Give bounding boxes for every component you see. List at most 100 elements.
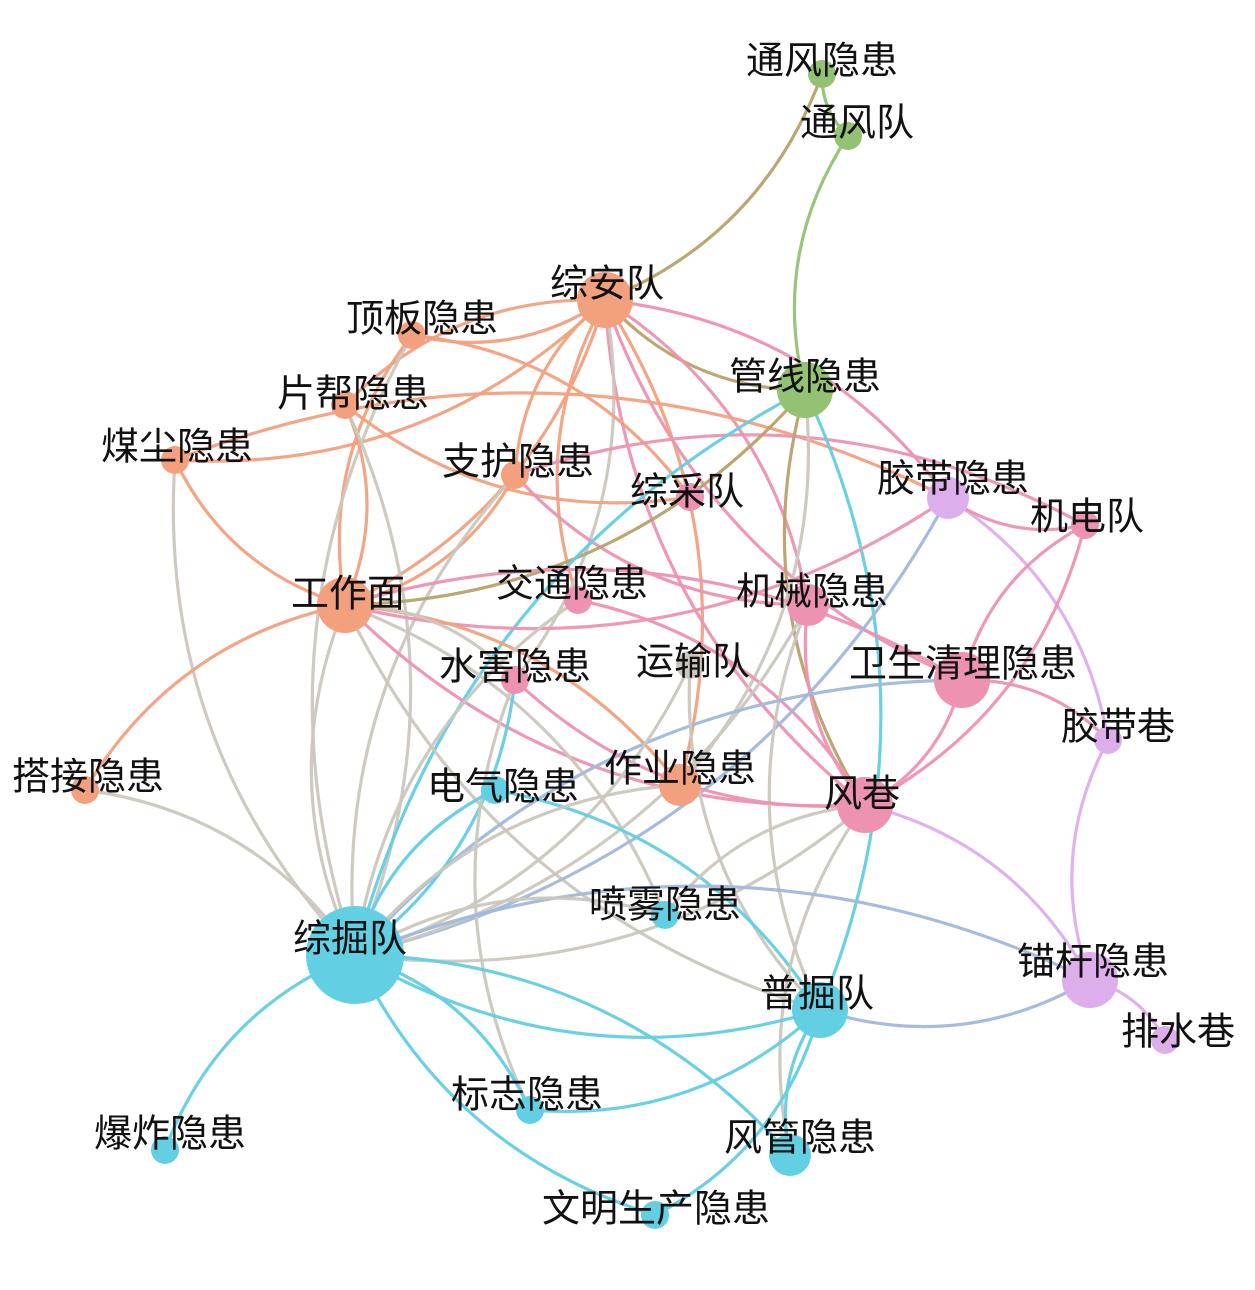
node-jtyh[interactable] xyxy=(564,586,592,614)
node-pjd[interactable] xyxy=(792,982,848,1038)
node-fx[interactable] xyxy=(837,777,893,833)
label-layer: 通风隐患通风队综安队顶板隐患管线隐患片帮隐患煤尘隐患支护隐患胶带隐患综采队机电队… xyxy=(12,39,1235,1231)
edge-gxyh-gzm xyxy=(344,388,807,607)
edge-layer xyxy=(83,73,1167,1217)
node-label-jdd: 机电队 xyxy=(1030,495,1144,539)
node-pbyh[interactable] xyxy=(331,391,359,419)
edge-gzm-dtjyh xyxy=(83,603,346,791)
node-tfyh[interactable] xyxy=(808,60,836,88)
edge-dqyh-pjd xyxy=(494,788,822,1011)
node-zyyh[interactable] xyxy=(659,764,701,806)
node-label-wsqlyh: 卫生清理隐患 xyxy=(849,642,1077,686)
edge-ysd-pjd xyxy=(687,664,822,1012)
node-label-wmscyh: 文明生产隐患 xyxy=(542,1187,770,1231)
node-wsqlyh[interactable] xyxy=(934,652,990,708)
node-pwyh[interactable] xyxy=(651,901,679,929)
node-label-tfyh: 通风隐患 xyxy=(746,39,898,83)
node-label-zhyh: 支护隐患 xyxy=(442,440,594,484)
node-label-dtjyh: 搭接隐患 xyxy=(12,755,164,799)
node-label-dqyh: 电气隐患 xyxy=(427,765,579,809)
node-dbyh[interactable] xyxy=(398,321,426,349)
edge-zad-mcyh xyxy=(174,298,607,463)
node-shyh[interactable] xyxy=(501,666,529,694)
node-label-jdx: 胶带巷 xyxy=(1061,705,1175,749)
edge-gzm-pwyh xyxy=(344,603,667,916)
node-jdd[interactable] xyxy=(1071,511,1099,539)
node-gzm[interactable] xyxy=(317,577,373,633)
edge-tfyh-zad xyxy=(604,73,824,302)
edge-gzm-zjd xyxy=(309,604,357,956)
node-label-mgyh: 锚杆隐患 xyxy=(1017,940,1169,984)
node-label-mcyh: 煤尘隐患 xyxy=(101,425,253,469)
node-gxyh[interactable] xyxy=(777,362,833,418)
node-jdx[interactable] xyxy=(1094,726,1122,754)
node-label-gzm: 工作面 xyxy=(291,572,405,616)
node-label-zyyh: 作业隐患 xyxy=(604,747,756,791)
edge-zad-pbyh xyxy=(343,298,606,407)
node-label-pwyh: 喷雾隐患 xyxy=(589,883,741,927)
edge-zjd-wmscyh xyxy=(353,954,656,1217)
node-dqyh[interactable] xyxy=(481,776,509,804)
edge-jxyh-pjd xyxy=(767,604,822,1011)
node-zhyh[interactable] xyxy=(501,461,529,489)
edge-pjd-wmscyh xyxy=(654,1009,822,1217)
node-zcd[interactable] xyxy=(676,483,704,511)
node-label-pjd: 普掘队 xyxy=(760,972,874,1016)
node-dtjyh[interactable] xyxy=(71,776,99,804)
edge-mcyh-gzm xyxy=(173,459,346,607)
edge-pbyh-zjd xyxy=(343,404,413,956)
edge-dbyh-zcd xyxy=(411,333,692,498)
edge-jdx-mgyh xyxy=(1070,739,1110,981)
edge-fx-mgyh xyxy=(864,803,1092,981)
node-label-jxyh: 机械隐患 xyxy=(736,570,888,614)
edge-dbyh-gzm xyxy=(337,334,414,606)
node-label-pbyh: 片帮隐患 xyxy=(277,372,429,416)
edge-gxyh-pjd xyxy=(803,389,883,1011)
edge-jdd-fx xyxy=(864,524,1087,807)
node-zjd[interactable] xyxy=(306,906,404,1004)
edge-jdyh-zjd xyxy=(354,497,950,957)
node-jdyh[interactable] xyxy=(927,477,969,519)
node-label-gxyh: 管线隐患 xyxy=(729,355,881,399)
node-label-dbyh: 顶板隐患 xyxy=(346,297,498,341)
node-wmscyh[interactable] xyxy=(641,1201,669,1229)
edge-fx-pwyh xyxy=(663,803,866,916)
edge-gxyh-zjd xyxy=(353,388,806,956)
node-label-bzyh: 标志隐患 xyxy=(451,1073,603,1117)
edge-pjd-bzyh xyxy=(529,1008,822,1114)
edge-zad-gxyh xyxy=(603,298,806,392)
node-bzhyh[interactable] xyxy=(151,1136,179,1164)
node-label-tfd: 通风队 xyxy=(800,101,914,145)
edge-gzm-wsqlyh xyxy=(344,567,963,682)
node-mcyh[interactable] xyxy=(161,446,189,474)
node-mgyh[interactable] xyxy=(1062,952,1118,1008)
node-label-zjd: 综掘队 xyxy=(293,917,407,961)
node-label-jtyh: 交通隐患 xyxy=(496,562,648,606)
edge-zad-jxyh xyxy=(604,298,810,606)
node-label-zad: 综安队 xyxy=(550,262,664,306)
edge-mcyh-jdyh xyxy=(174,391,949,500)
node-label-bzhyh: 爆炸隐患 xyxy=(94,1112,246,1156)
edge-pjd-mgyh xyxy=(819,978,1091,1029)
node-jxyh[interactable] xyxy=(787,584,829,626)
node-label-shyh: 水害隐患 xyxy=(439,645,591,689)
edge-shyh-bzyh xyxy=(473,679,532,1111)
node-psx[interactable] xyxy=(1151,1026,1179,1054)
node-tfd[interactable] xyxy=(834,122,862,150)
edge-zjd-fgyh xyxy=(354,953,792,1157)
edge-zyyh-zjd xyxy=(353,783,681,956)
node-layer xyxy=(71,60,1179,1229)
node-ysd[interactable] xyxy=(676,651,704,679)
edge-tfd-gxyh xyxy=(792,135,850,391)
node-bzyh[interactable] xyxy=(516,1096,544,1124)
edge-fx-fgyh xyxy=(778,804,867,1156)
node-fgyh[interactable] xyxy=(769,1134,811,1176)
edge-jtyh-zjd xyxy=(353,598,579,956)
node-label-ysd: 运输队 xyxy=(636,640,750,684)
edge-zad-zyyh xyxy=(603,299,704,786)
node-label-fgyh: 风管隐患 xyxy=(724,1116,876,1160)
node-zad[interactable] xyxy=(577,272,633,328)
node-label-psx: 排水巷 xyxy=(1121,1010,1235,1054)
